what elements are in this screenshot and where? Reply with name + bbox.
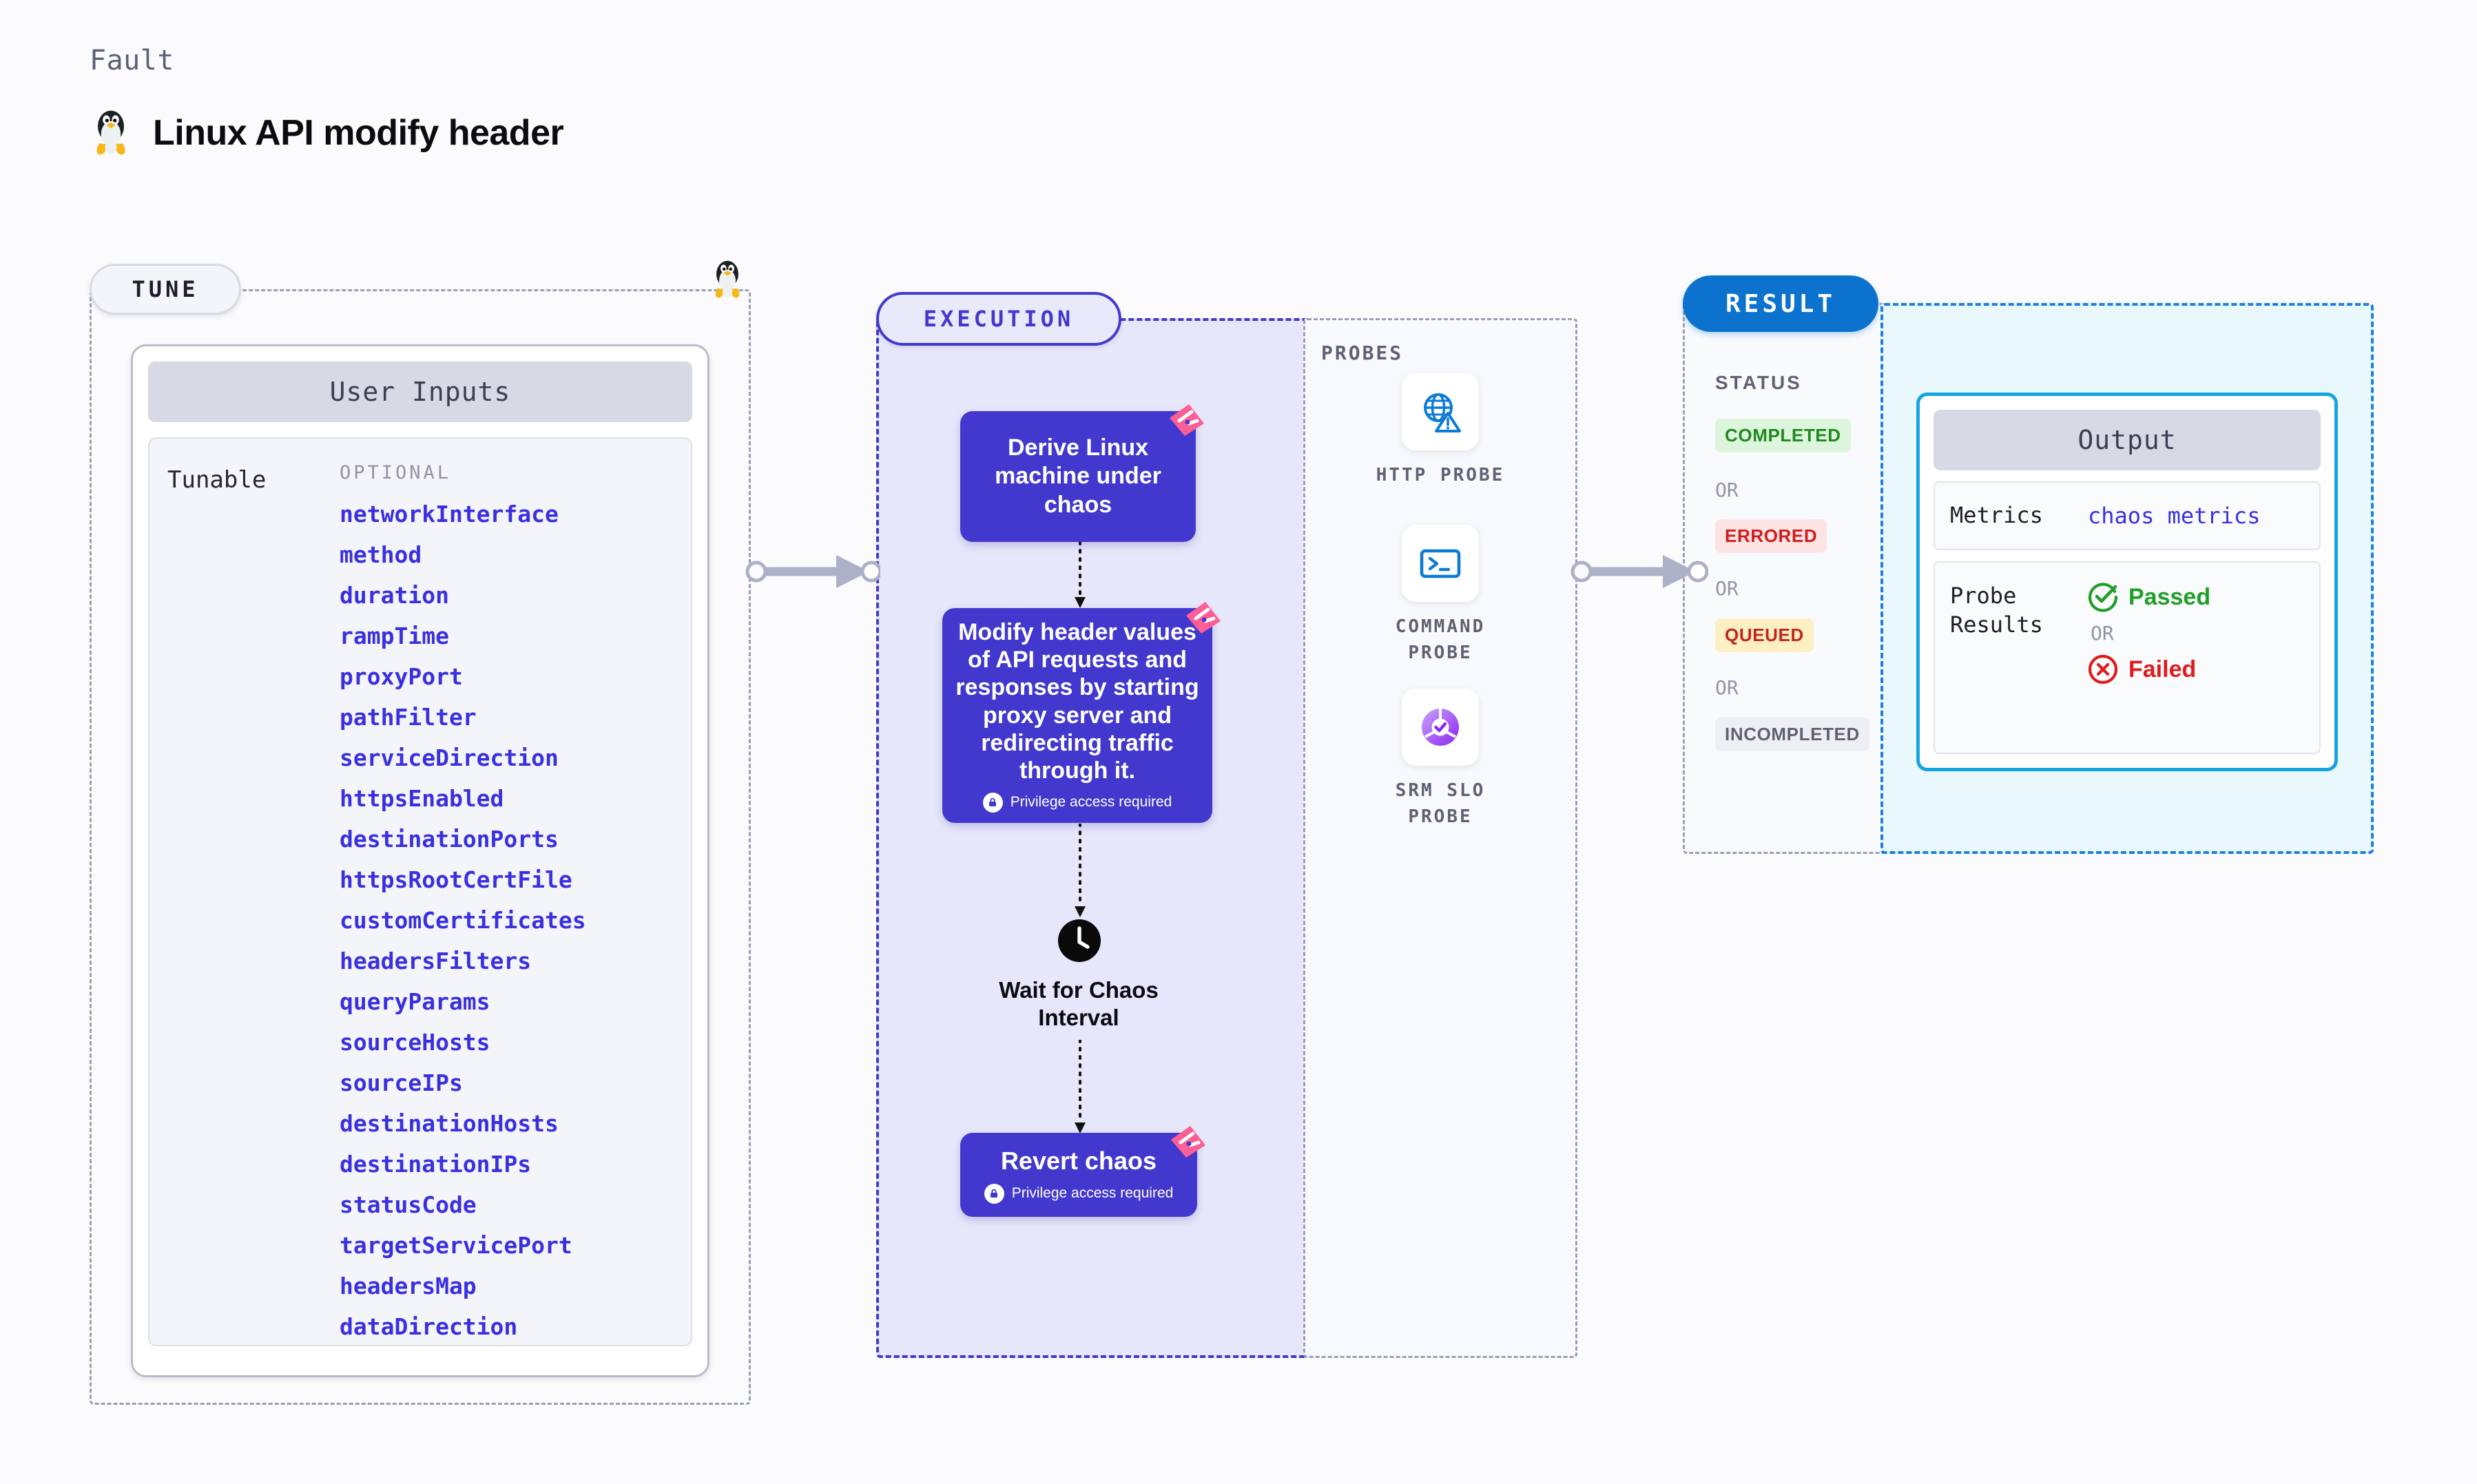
param-destinationHosts[interactable]: destinationHosts xyxy=(340,1110,559,1137)
param-targetServicePort[interactable]: targetServicePort xyxy=(340,1232,572,1259)
litmus-mark-icon xyxy=(1185,600,1222,635)
user-inputs-title: User Inputs xyxy=(148,362,692,422)
arrow-wait-to-revert xyxy=(1072,1038,1088,1140)
output-row-probe-results: Probe Results Passed OR Failed xyxy=(1934,561,2321,754)
probe-results-values: Passed OR Failed xyxy=(2088,582,2210,684)
terminal-icon xyxy=(1402,525,1479,602)
page-title: Linux API modify header xyxy=(153,113,564,153)
param-sourceIPs[interactable]: sourceIPs xyxy=(340,1069,463,1096)
param-proxyPort[interactable]: proxyPort xyxy=(340,663,463,690)
probes-region xyxy=(1303,318,1577,1358)
probe-result-or-label: OR xyxy=(2091,622,2114,645)
chaos-metrics-link[interactable]: chaos metrics xyxy=(2088,503,2261,529)
connector-execution-to-result xyxy=(1571,551,1709,596)
probe-label: SRM SLO PROBE xyxy=(1395,780,1486,827)
optional-label: OPTIONAL xyxy=(340,462,452,483)
status-or-label-1: OR xyxy=(1715,479,1739,501)
privilege-required-badge: Privilege access required xyxy=(982,792,1172,813)
param-dataDirection[interactable]: dataDirection xyxy=(340,1313,518,1340)
status-badge-incompleted: INCOMPLETED xyxy=(1715,718,1869,751)
lock-icon xyxy=(982,792,1003,813)
node-label: Revert chaos xyxy=(1000,1146,1157,1175)
privilege-required-text: Privilege access required xyxy=(1011,1185,1174,1201)
param-sourceHosts[interactable]: sourceHosts xyxy=(340,1029,490,1056)
arrow-node2-to-wait xyxy=(1072,822,1088,923)
probe-label: HTTP PROBE xyxy=(1376,465,1505,485)
x-circle-icon xyxy=(2088,654,2118,684)
param-statusCode[interactable]: statusCode xyxy=(340,1191,477,1218)
check-circle-icon xyxy=(2088,582,2118,612)
output-row-metrics: Metrics chaos metrics xyxy=(1934,481,2321,550)
tunable-section: Tunable OPTIONAL networkInterface method… xyxy=(148,437,692,1346)
param-httpsEnabled[interactable]: httpsEnabled xyxy=(340,785,504,812)
privilege-required-badge: Privilege access required xyxy=(984,1183,1174,1204)
execution-badge[interactable]: EXECUTION xyxy=(876,292,1121,346)
lock-icon xyxy=(984,1183,1004,1204)
status-badge-errored: ERRORED xyxy=(1715,519,1827,553)
param-networkInterface[interactable]: networkInterface xyxy=(340,501,559,527)
probe-label: COMMAND PROBE xyxy=(1395,616,1486,663)
linux-tux-icon xyxy=(90,107,132,159)
failed-label: Failed xyxy=(2128,656,2197,682)
probe-result-passed: Passed xyxy=(2088,582,2210,612)
globe-warning-icon xyxy=(1402,373,1479,450)
param-pathFilter[interactable]: pathFilter xyxy=(340,704,477,731)
status-title: STATUS xyxy=(1715,372,1802,393)
param-serviceDirection[interactable]: serviceDirection xyxy=(340,744,559,771)
param-destinationIPs[interactable]: destinationIPs xyxy=(340,1151,532,1178)
passed-label: Passed xyxy=(2128,583,2211,610)
node-label: Modify header values of API requests and… xyxy=(955,619,1199,784)
probe-item-command[interactable]: COMMAND PROBE xyxy=(1358,525,1523,666)
parameter-list: OPTIONAL networkInterface method duratio… xyxy=(340,462,586,1338)
fault-eyebrow-label: Fault xyxy=(90,45,174,76)
probe-item-srm-slo[interactable]: SRM SLO PROBE xyxy=(1358,689,1523,830)
tune-tux-icon xyxy=(709,258,745,302)
param-queryParams[interactable]: queryParams xyxy=(340,988,490,1015)
status-badge-queued: QUEUED xyxy=(1715,618,1814,652)
tune-badge[interactable]: TUNE xyxy=(90,264,241,315)
tunable-label: Tunable xyxy=(167,466,267,494)
node-label: Derive Linux machine under chaos xyxy=(995,434,1161,518)
probe-result-failed: Failed xyxy=(2088,654,2210,684)
execution-node-revert-chaos[interactable]: Revert chaos Privilege access required xyxy=(960,1133,1197,1217)
metrics-key-label: Metrics xyxy=(1950,502,2043,529)
param-customCertificates[interactable]: customCertificates xyxy=(340,907,586,934)
output-card: Output Metrics chaos metrics Probe Resul… xyxy=(1916,393,2338,771)
slo-donut-check-icon xyxy=(1402,689,1479,766)
param-httpsRootCertFile[interactable]: httpsRootCertFile xyxy=(340,866,572,893)
probe-results-key-label: Probe Results xyxy=(1950,583,2043,638)
param-destinationPorts[interactable]: destinationPorts xyxy=(340,826,559,853)
status-badge-completed: COMPLETED xyxy=(1715,419,1851,452)
probes-title: PROBES xyxy=(1321,342,1404,364)
clock-icon xyxy=(1058,919,1101,962)
litmus-mark-icon xyxy=(1170,1125,1207,1159)
page-title-row: Linux API modify header xyxy=(90,107,564,159)
result-status-region xyxy=(1683,303,1889,854)
wait-for-chaos-interval-label: Wait for Chaos Interval xyxy=(999,977,1159,1031)
execution-node-modify-header[interactable]: Modify header values of API requests and… xyxy=(942,608,1212,823)
param-rampTime[interactable]: rampTime xyxy=(340,623,449,649)
param-headersMap[interactable]: headersMap xyxy=(340,1273,477,1299)
arrow-node1-to-node2 xyxy=(1072,541,1088,614)
param-duration[interactable]: duration xyxy=(340,582,449,609)
tune-region xyxy=(90,289,751,1405)
user-inputs-card: User Inputs Tunable OPTIONAL networkInte… xyxy=(131,344,709,1377)
execution-node-derive-machine[interactable]: Derive Linux machine under chaos xyxy=(960,411,1196,542)
param-method[interactable]: method xyxy=(340,541,422,568)
status-or-label-2: OR xyxy=(1715,577,1739,600)
privilege-required-text: Privilege access required xyxy=(1010,793,1172,810)
probe-item-http[interactable]: HTTP PROBE xyxy=(1358,373,1523,489)
connector-tune-to-execution xyxy=(745,551,882,596)
output-title: Output xyxy=(1934,410,2321,470)
status-or-label-3: OR xyxy=(1715,676,1739,699)
result-badge[interactable]: RESULT xyxy=(1683,275,1878,332)
param-headersFilters[interactable]: headersFilters xyxy=(340,948,532,974)
litmus-mark-icon xyxy=(1168,403,1205,437)
